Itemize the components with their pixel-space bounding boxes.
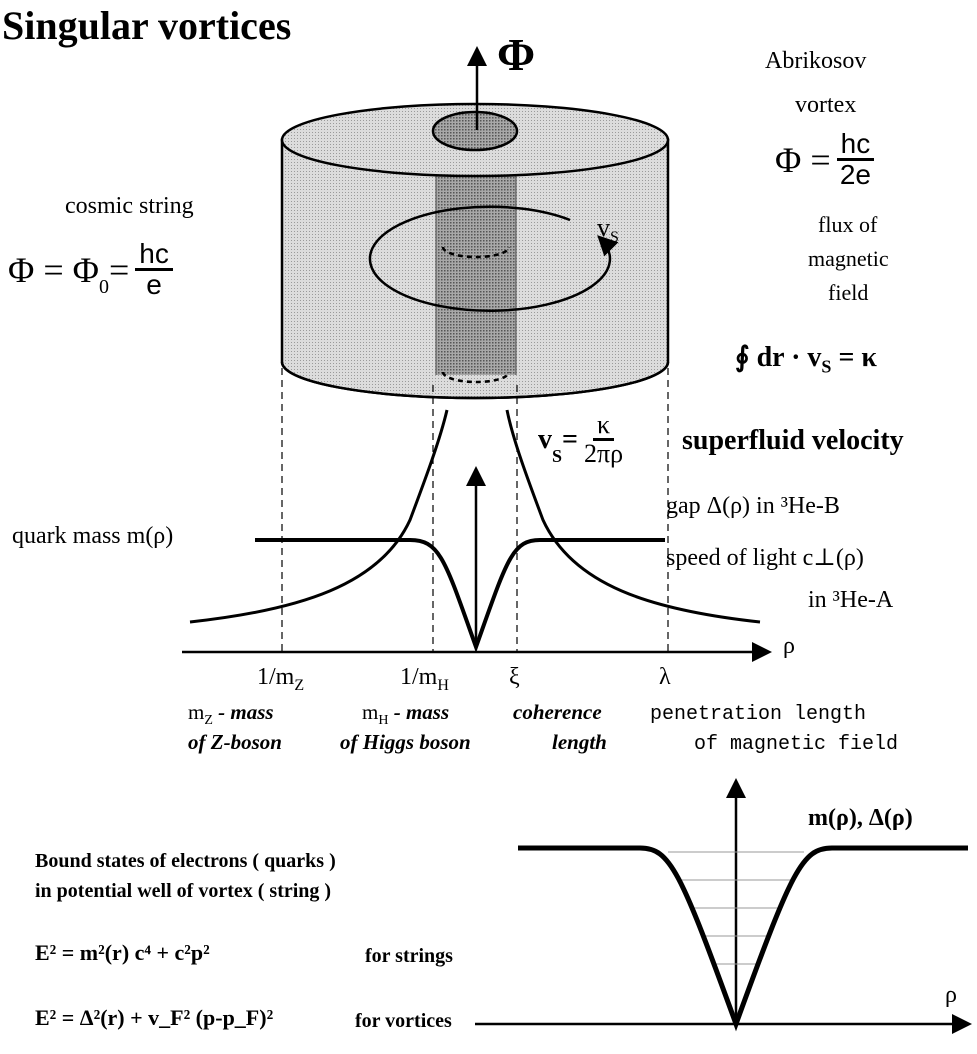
caption-mz-line2: of Z-boson [188,730,282,754]
tick-1-over-mz: 1/mZ [257,664,304,695]
page-title: Singular vortices [2,3,292,48]
abrikosov-flux-equation: Φ = hc 2e [775,130,875,190]
abrikosov-fraction: hc 2e [836,130,875,190]
bottom-well [518,845,968,1032]
strings-equation: E² = m²(r) c⁴ + c²p² [35,940,210,965]
caption-mh-line2: of Higgs boson [340,730,471,754]
rho-axis-label: ρ [783,633,795,659]
tick-mz-sub: Z [294,676,305,694]
energy-levels [668,851,804,965]
caption-mz-line1: mZ - mass [188,700,274,729]
cosmic-fraction: hc e [135,240,173,299]
vs-label-main: v [597,213,610,242]
tick-mz-text: 1/m [257,664,295,690]
cosmic-string-label: cosmic string [65,193,194,219]
caption-mh-sub: H [378,713,389,729]
bottom-plot [475,778,972,1034]
circulation-rhs: = κ [831,342,877,373]
core-top [431,110,519,152]
abrikosov-title: Abrikosov [765,48,867,74]
superfluid-velocity-label: superfluid velocity [682,425,904,456]
caption-coherence-line2: length [552,730,607,754]
bound-states-line1: Bound states of electrons ( quarks ) [35,850,336,872]
superfluid-numerator: κ [592,412,615,441]
caption-mz-sub: Z [204,713,213,729]
circulation-equation: ∮ dr · vS = κ [735,340,877,378]
tick-1-over-mh: 1/mH [400,664,449,695]
cosmic-eq-lhs: Φ = Φ [8,249,99,290]
abrikosov-desc-1: flux of [818,212,878,237]
vs-label: vS [597,213,619,247]
abrikosov-numerator: hc [836,130,875,161]
caption-penetration-line2: of magnetic field [694,733,899,756]
cosmic-eq-sub: 0 [98,276,109,298]
circulation-lhs: ∮ dr · v [735,342,822,373]
abrikosov-desc-2: magnetic [808,246,889,271]
dashed-guides [281,368,669,652]
bound-states-line2: in potential well of vortex ( string ) [35,880,332,902]
circulation-sub: S [821,356,832,377]
superfluid-fraction: κ 2πρ [584,412,623,467]
caption-penetration-line1: penetration length [650,703,867,726]
speed-of-light-label: speed of light c⊥(ρ) [666,545,864,571]
quark-mass-label: quark mass m(ρ) [12,523,174,549]
abrikosov-eq-lhs: Φ = [775,139,831,180]
tick-xi: ξ [509,664,520,690]
mass-profile [255,538,665,653]
abrikosov-denominator: 2e [839,159,871,190]
caption-mh-pre: m [362,700,379,724]
vs-label-sub: S [610,229,619,247]
circulation-arrow [368,205,619,312]
superfluid-eq: = [562,423,578,455]
cylinder [280,102,670,400]
flux-label: Φ [497,29,536,80]
cosmic-denominator: e [146,269,162,300]
caption-mz-post: - mass [212,700,274,724]
abrikosov-desc-3: field [828,280,869,305]
speed-of-light-label-2: in ³He-A [808,587,894,613]
tick-mh-sub: H [437,676,449,694]
vortices-note: for vortices [355,1010,452,1032]
caption-mz-pre: m [188,700,205,724]
strings-note: for strings [365,945,453,967]
caption-mh-line1: mH - mass [362,700,449,729]
caption-mh-post: - mass [388,700,450,724]
caption-coherence-line1: coherence [513,700,602,724]
gap-label: gap Δ(ρ) in ³He-B [666,493,840,519]
tick-lambda: λ [659,664,671,690]
tick-mh-text: 1/m [400,664,438,690]
superfluid-lhs: v [538,423,552,455]
vortices-equation: E² = Δ²(r) + v_F² (p-p_F)² [35,1005,274,1030]
bottom-plot-label: m(ρ), Δ(ρ) [808,805,913,831]
superfluid-sub: S [552,446,563,466]
superfluid-denominator: 2πρ [583,439,624,468]
abrikosov-subtitle: vortex [795,92,857,118]
cosmic-eq-mid: = [108,249,130,290]
cosmic-numerator: hc [135,240,173,271]
bottom-rho-label: ρ [945,982,957,1008]
